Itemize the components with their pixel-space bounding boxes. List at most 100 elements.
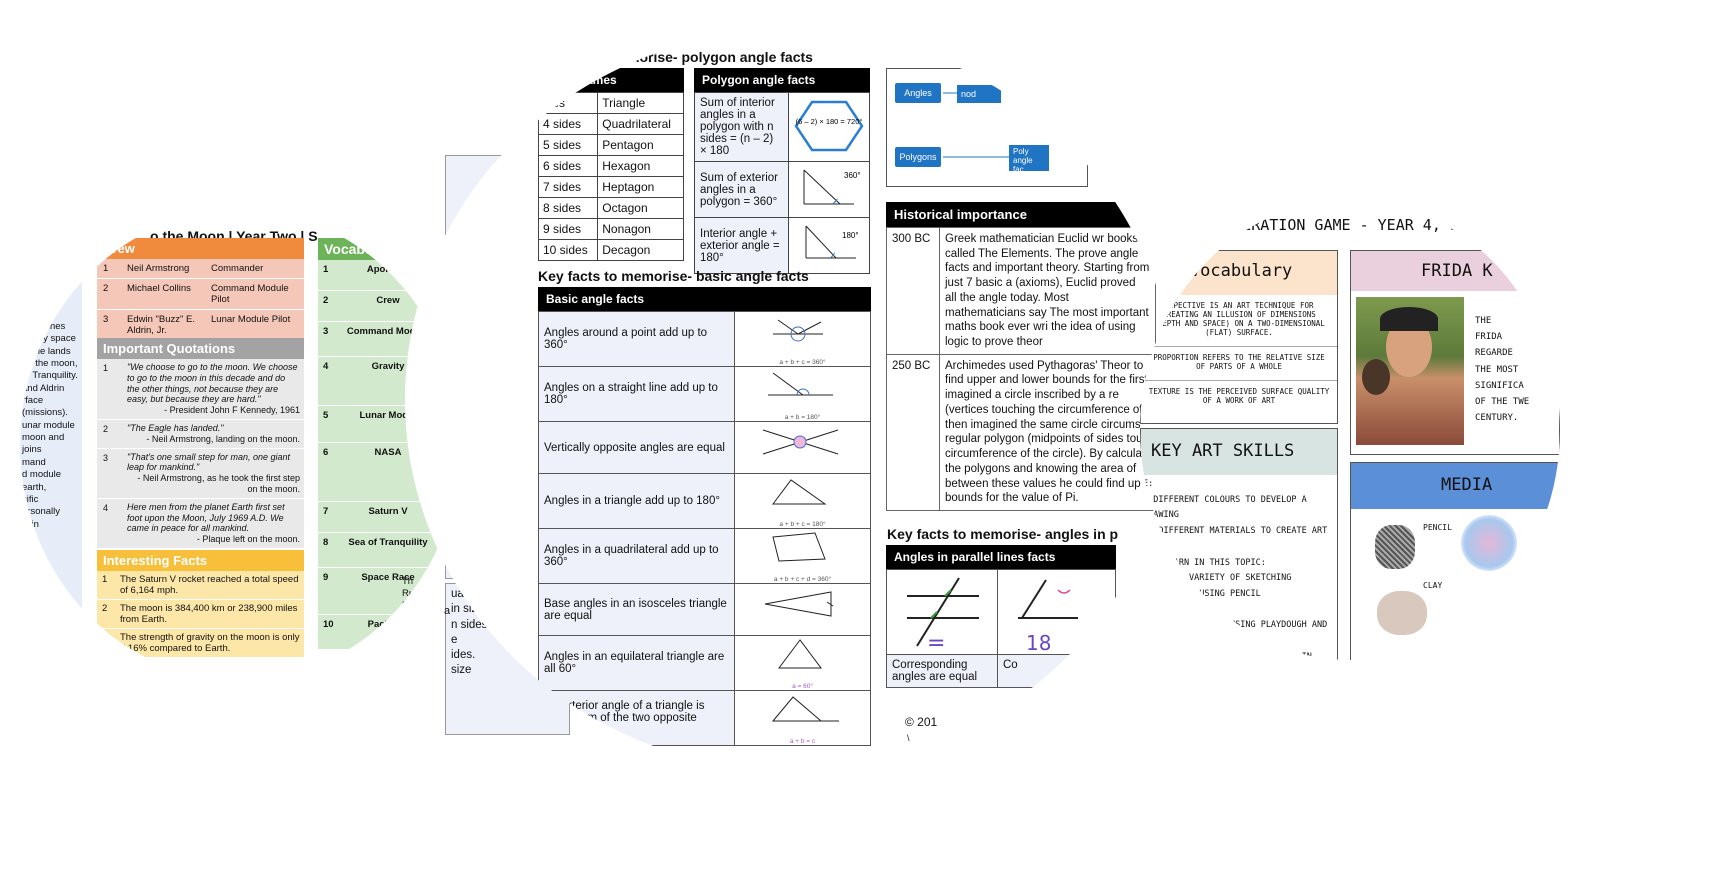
vocab-number: 6 [323, 447, 329, 458]
hexagon-caption: (6 – 2) × 180 = 720° [796, 117, 863, 126]
quote-row: 2"The Eagle has landed."- Neil Armstrong… [97, 419, 304, 449]
fact-number: 1 [102, 574, 108, 585]
basic-fact-diagram [734, 421, 871, 474]
quote-text: "We choose to go to the moon. We choose … [127, 362, 300, 416]
crew-role: Command Module Pilot [211, 283, 289, 305]
quote-text: "That's one small step for man, one gian… [127, 451, 300, 494]
polygon-fact-row: Sum of interior angles in a polygon with… [694, 92, 870, 162]
polygon-sides: 10 sides [537, 239, 599, 261]
crew-number: 3 [103, 314, 109, 325]
polygon-names-header: ames [538, 68, 684, 92]
parallel-text-1: Corresponding angles are equal [887, 655, 998, 687]
frida-line: CENTURY. [1475, 413, 1519, 424]
basic-fact-row: Angles around a point add up to 360°a + … [538, 311, 871, 367]
concept-map: Angles nod Polygons Poly angle fac [886, 68, 1088, 187]
basic-fact-row: Angles in a triangle add up to 180°a + b… [538, 473, 871, 529]
vocab-term: Crew [376, 295, 400, 306]
key-vocab-row: RSPECTIVE IS AN ART TECHNIQUE FOR CREATI… [1141, 295, 1337, 347]
basic-fact-diagram: a + b = c [734, 690, 871, 746]
vocab-row: 7 Saturn V [318, 502, 438, 533]
map-poly-label-2: angle fac [1013, 156, 1033, 175]
vocab-term: Saturn V [368, 506, 408, 517]
exterior-angle-diagram: 360° [788, 161, 870, 218]
left-fragment-line: will send [22, 296, 59, 308]
quote-number: 1 [103, 363, 109, 373]
crew-name: Edwin "Buzz" E. Aldrin, Jr. [127, 314, 195, 336]
clay-swatch [1377, 591, 1427, 635]
polygon-sides: 7 sides [537, 176, 599, 198]
skills-text: E:E DIFFERENT COLOURS TO DEVELOP A DRAWI… [1141, 475, 1337, 660]
left-fragment-line: moon [22, 308, 46, 320]
crew-name: Neil Armstrong [127, 263, 190, 274]
key-vocab-row: TEXTURE IS THE PERCEIVED SURFACE QUALITY… [1148, 387, 1330, 405]
basic-fact-text: Angles in a triangle add up to 180° [538, 473, 735, 529]
frida-line: THE [1475, 316, 1492, 326]
left-fragment-line: odule lands [22, 345, 71, 357]
left-fragment-line: mand [22, 456, 46, 468]
polygon-sides: 9 sides [537, 218, 599, 240]
quote-number: 4 [103, 502, 109, 513]
basic-fact-text: Base angles in an isosceles triangle are… [538, 583, 735, 636]
quote-author: - Neil Armstrong, landing on the moon. [146, 433, 300, 444]
quote-author: - President John F Kennedy, 1961 [164, 405, 300, 416]
key-vocabulary: Key Vocabulary RSPECTIVE IS AN ART TECHN… [1140, 250, 1338, 424]
left-fragment-line: unar module [22, 419, 75, 431]
vocab-term: Space Race [361, 572, 415, 583]
key-vocab-header: Key Vocabulary [1141, 251, 1337, 295]
polygon-name: Hexagon [597, 155, 684, 177]
quotes-header: Important Quotations [97, 338, 304, 359]
polygon-name: Heptagon [597, 176, 684, 198]
parallel-diagram-2: 18 [998, 570, 1116, 655]
supplementary-angle-diagram: 180° [788, 217, 870, 274]
frida-line: SIGNIFICA [1475, 380, 1524, 391]
vocab-fragment: Ru [402, 588, 415, 599]
crew-role: Commander [211, 263, 264, 274]
basic-fact-row: Angles in an equilateral triangle are al… [538, 635, 871, 691]
vocab-header: Vocabulary [318, 238, 438, 260]
polygon-fact-row: Interior angle + exterior angle = 180° 1… [694, 217, 870, 274]
vocab-number: 7 [323, 506, 329, 517]
skill-line: SE DIFFERENT MATERIALS TO CREATE ART [1143, 526, 1328, 537]
polygon-name: Triangle [597, 92, 684, 114]
fragment-prefix: a [444, 605, 451, 617]
quote-row: 3"That's one small step for man, one gia… [97, 448, 304, 499]
basic-fact-text: Angles in an equilateral triangle are al… [538, 635, 735, 691]
polygon-name: Octagon [597, 197, 684, 219]
vocab-number: 5 [323, 410, 329, 421]
history-text: Archimedes used Pythagoras' Theor to fin… [939, 353, 1156, 511]
art-organiser: HE GENERATION GAME - YEAR 4, SPRI Key Vo… [1140, 200, 1560, 660]
basic-fact-text: he exterior angle of a triangle is equal… [538, 690, 735, 746]
fact-text: The moon is 384,400 km or 238,900 miles … [120, 603, 298, 625]
clay-label: CLAY [1423, 581, 1443, 590]
basic-facts-header: Basic angle facts [538, 287, 871, 311]
left-fragment-line: of Tranquility. [22, 370, 78, 382]
left-fragment-line: w in [22, 518, 39, 530]
left-fragment-line: (missions). [22, 407, 68, 419]
polygon-fact-row: Sum of exterior angles in a polygon = 36… [694, 161, 870, 218]
skill-line [1143, 540, 1335, 556]
left-fragment-line: and Aldrin [22, 382, 65, 394]
parallel-header: Angles in parallel lines facts [886, 545, 1116, 569]
pencil-swatch [1375, 525, 1415, 569]
parallel-lines-facts: Angles in parallel lines facts = 18 [886, 545, 1116, 688]
fragment-line: e [451, 633, 458, 646]
left-fragment-line: nnedy space [22, 333, 76, 345]
basic-fact-diagram: a + b + c + d = 360° [734, 528, 871, 584]
vocab-number: 4 [323, 361, 329, 372]
